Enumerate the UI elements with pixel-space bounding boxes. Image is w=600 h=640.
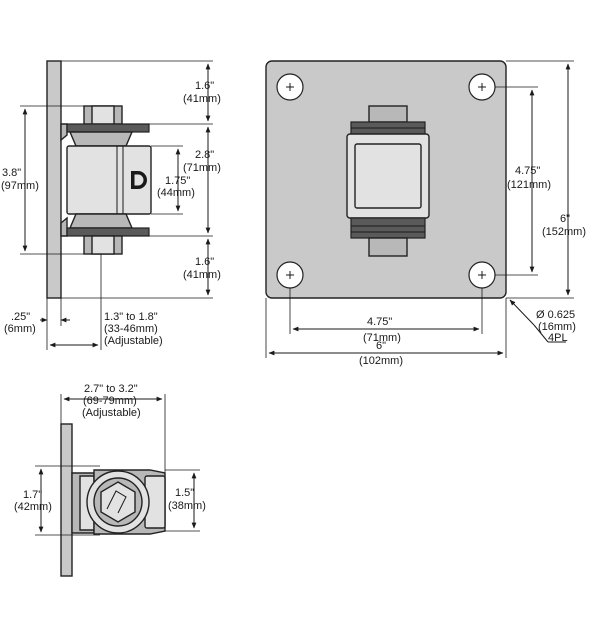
side-plate-thickness-label: .25" <box>11 311 30 323</box>
mounting-hole-top-right <box>468 73 496 101</box>
side-lower-bracket <box>60 216 68 237</box>
front-hole-diameter-mm: (16mm) <box>538 321 576 333</box>
front-hole-spacing-h-label: 4.75" <box>367 316 392 328</box>
side-upper-bracket <box>60 123 68 142</box>
side-bottom-collar <box>66 227 150 237</box>
hex-nut <box>100 481 136 523</box>
front-hole-spacing-h-mm: (71mm) <box>363 332 401 344</box>
side-body-height-label: 2.8" <box>195 149 214 161</box>
side-body-height-mm: (71mm) <box>183 162 221 174</box>
front-top-nut <box>368 105 408 123</box>
side-mounting-plate <box>46 60 62 299</box>
side-inner-height-mm: (44mm) <box>157 187 195 199</box>
side-view: D 1.6" (41mm) 2.8" (71mm) 1.75" (44mm) 1… <box>0 0 221 350</box>
side-top-gap-mm: (41mm) <box>183 93 221 105</box>
front-hole-spacing-v-mm: (121mm) <box>507 179 551 191</box>
top-width-right-mm: (38mm) <box>168 500 206 512</box>
top-view: 2.7" to 3.2" (69-79mm) (Adjustable) 1.7"… <box>14 383 206 577</box>
front-hole-diameter-label: Ø 0.625 <box>536 309 575 321</box>
side-bottom-gap-mm: (41mm) <box>183 269 221 281</box>
top-depth-label: 2.7" to 3.2" <box>84 383 138 395</box>
mounting-hole-bottom-left <box>276 261 304 289</box>
side-hinge-body <box>66 145 152 215</box>
top-depth-note: (Adjustable) <box>82 407 141 419</box>
side-top-gap-label: 1.6" <box>195 80 214 92</box>
top-width-right-label: 1.5" <box>175 487 194 499</box>
side-depth-mm: (33-46mm) <box>104 323 158 335</box>
front-plate-height-label: 6" <box>560 213 570 225</box>
front-plate-width-mm: (102mm) <box>359 355 403 367</box>
front-hole-spacing-v-label: 4.75" <box>515 165 540 177</box>
front-plate-width-label: 6" <box>376 340 386 352</box>
front-plate-height-mm: (152mm) <box>542 226 586 238</box>
side-top-collar <box>66 123 150 133</box>
front-view: 4.75" (121mm) 6" (152mm) 4.75" (71mm) 6"… <box>265 60 586 367</box>
logo-letter: D <box>0 0 1 1</box>
mounting-hole-top-left <box>276 73 304 101</box>
top-width-left-label: 1.7" <box>23 489 42 501</box>
top-depth-mm: (69-79mm) <box>83 395 137 407</box>
side-bottom-gap-label: 1.6" <box>195 256 214 268</box>
side-inner-height-label: 1.75" <box>165 175 190 187</box>
top-mounting-plate <box>60 423 73 577</box>
mounting-hole-bottom-right <box>468 261 496 289</box>
side-plate-thickness-mm: (6mm) <box>4 323 36 335</box>
front-bottom-nut <box>368 237 408 257</box>
front-bottom-collar <box>350 217 426 239</box>
front-hole-count: 4PL <box>548 332 568 344</box>
side-depth-note: (Adjustable) <box>104 335 163 347</box>
brand-logo <box>131 171 147 189</box>
side-overall-height-label: 3.8" <box>2 167 21 179</box>
top-width-left-mm: (42mm) <box>14 501 52 513</box>
side-overall-height-mm: (97mm) <box>1 180 39 192</box>
side-depth-label: 1.3" to 1.8" <box>104 311 158 323</box>
